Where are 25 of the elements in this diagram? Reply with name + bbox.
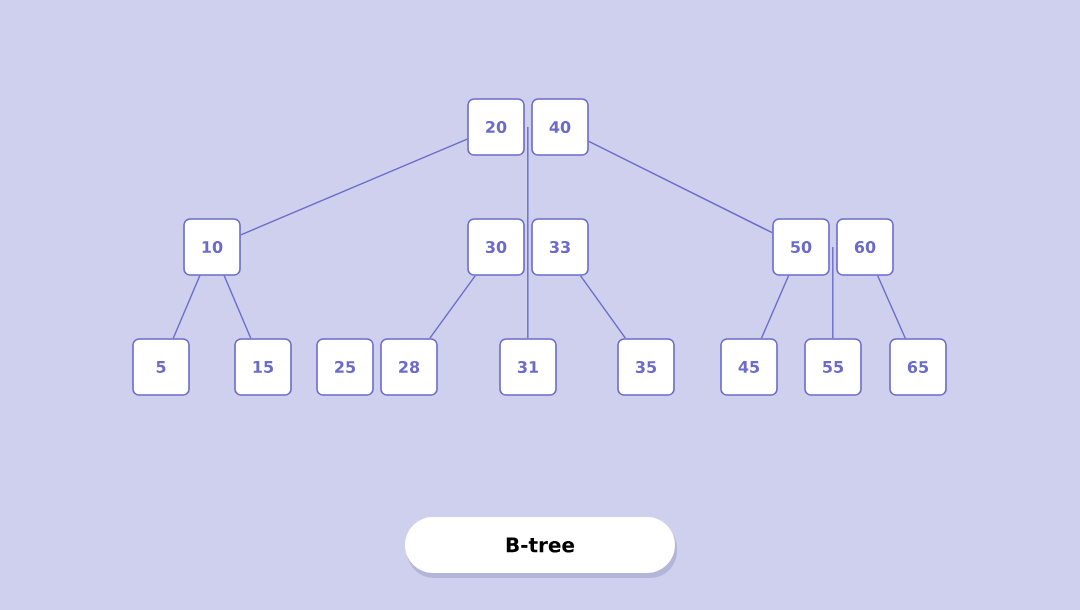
key-box: 31 (499, 338, 557, 396)
key-box: 35 (617, 338, 675, 396)
key-box: 20 (467, 98, 525, 156)
tree-edge (579, 275, 627, 339)
tree-edge (240, 138, 468, 236)
key-box: 28 (380, 338, 438, 396)
key-box: 55 (804, 338, 862, 396)
tree-edge (172, 275, 201, 339)
key-box: 33 (531, 218, 589, 276)
key-box: 30 (467, 218, 525, 276)
key-box: 60 (836, 218, 894, 276)
key-box: 40 (531, 98, 589, 156)
key-box: 45 (720, 338, 778, 396)
tree-edge (877, 275, 906, 339)
key-box: 10 (183, 218, 241, 276)
key-box: 15 (234, 338, 292, 396)
tree-edge (223, 275, 252, 339)
key-box: 5 (132, 338, 190, 396)
tree-edge (588, 140, 773, 234)
caption-pill: B-tree (405, 517, 677, 578)
key-box: 65 (889, 338, 947, 396)
tree-edge (429, 275, 476, 339)
key-box: 50 (772, 218, 830, 276)
key-box: 25 (316, 338, 374, 396)
tree-edge (760, 275, 790, 339)
